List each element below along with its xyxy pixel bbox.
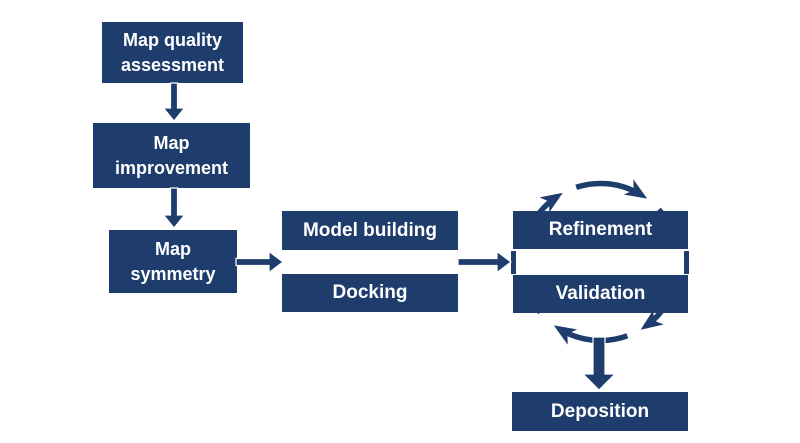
- node-label: Model building: [302, 219, 438, 241]
- node-map-improvement: Map improvement: [93, 123, 250, 188]
- node-refinement: Refinement: [513, 211, 688, 249]
- node-deposition: Deposition: [512, 392, 688, 431]
- node-map-quality-assessment: Map quality assessment: [102, 22, 243, 83]
- node-label: Map quality assessment: [120, 29, 225, 75]
- node-model-building: Model building: [282, 211, 458, 250]
- node-validation: Validation: [513, 275, 688, 313]
- node-map-symmetry: Map symmetry: [109, 230, 237, 293]
- slot-left-edge: [511, 250, 516, 274]
- node-label: Validation: [555, 283, 646, 304]
- node-label: Refinement: [548, 219, 653, 240]
- refinement-validation-group: Refinement Validation: [511, 211, 689, 313]
- node-docking: Docking: [282, 274, 458, 312]
- node-label: Docking: [332, 282, 408, 303]
- node-label: Deposition: [550, 400, 650, 422]
- node-label: Map symmetry: [130, 238, 216, 284]
- slot-right-edge: [684, 250, 689, 274]
- node-label: Map improvement: [114, 132, 229, 178]
